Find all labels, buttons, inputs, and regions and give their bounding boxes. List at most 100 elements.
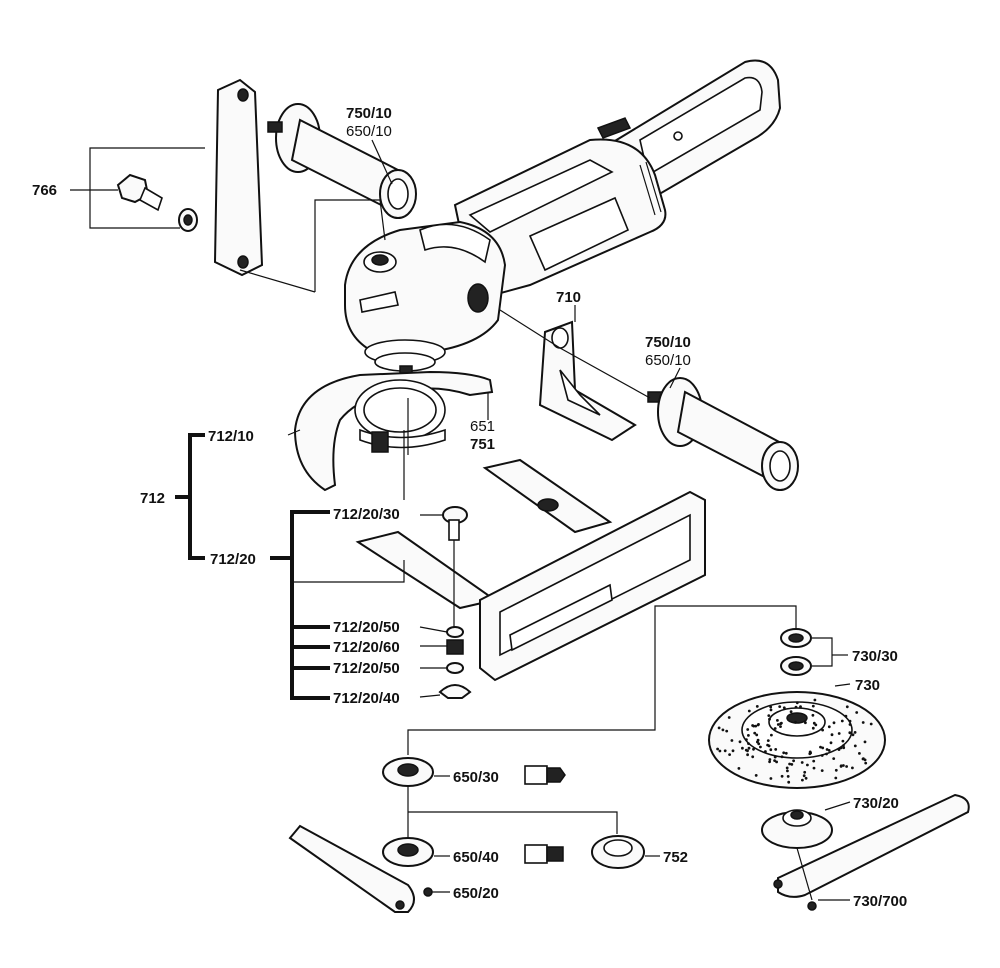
pad-hole: [738, 740, 742, 744]
label-712-20-30: 712/20/30: [333, 506, 400, 523]
pad-hole: [768, 760, 771, 764]
pad-hole: [745, 738, 748, 741]
pad-hole: [812, 721, 816, 725]
pad-hole: [820, 754, 824, 757]
pad-hole: [768, 717, 771, 721]
pad-hole: [863, 740, 867, 744]
pad-hole: [842, 744, 845, 747]
pad-hole: [780, 774, 784, 778]
pad-hole: [844, 714, 848, 718]
pad-hole: [746, 749, 749, 753]
pad-hole: [811, 704, 815, 708]
brace-712-20: [270, 510, 330, 700]
pad-hole: [752, 747, 755, 751]
label-730-700: 730/700: [853, 893, 907, 910]
pad-hole: [753, 731, 757, 735]
pad-hole: [727, 716, 731, 719]
pad-hole: [839, 746, 843, 750]
pad-hole: [754, 724, 758, 728]
label-730-20: 730/20: [853, 795, 899, 812]
flange-stack: [288, 757, 645, 913]
label-650-10-top: 650/10: [346, 123, 392, 140]
pad-hole: [845, 765, 848, 768]
pad-hole: [820, 769, 824, 772]
pad-hole: [778, 705, 782, 708]
pad-hole: [794, 720, 797, 724]
pad-hole: [834, 768, 838, 772]
pad-hole: [770, 733, 773, 737]
pad-hole: [830, 733, 834, 737]
pad-hole: [788, 762, 791, 766]
pad-hole: [775, 760, 778, 764]
side-handle-right: [647, 377, 799, 491]
grinder-body: [344, 59, 782, 399]
pad-hole: [723, 749, 727, 753]
pad-hole: [782, 751, 786, 755]
pad-hole: [759, 745, 762, 749]
label-712-20-40: 712/20/40: [333, 690, 400, 707]
pad-hole: [721, 728, 725, 732]
pad-hole: [848, 719, 852, 723]
pad-hole: [869, 722, 873, 726]
pad-hole: [725, 729, 729, 733]
leader-lines: [70, 139, 851, 901]
pad-hole: [840, 719, 844, 723]
label-712-20-50-b: 712/20/50: [333, 660, 400, 677]
pad-hole: [780, 755, 784, 759]
pad-hole: [804, 776, 808, 780]
brace-712: [175, 433, 205, 560]
pad-hole: [834, 776, 838, 780]
pad-hole: [751, 755, 755, 759]
pad-hole: [755, 733, 759, 737]
pad-hole: [776, 719, 779, 722]
pad-hole: [779, 725, 782, 728]
pad-hole: [737, 767, 741, 770]
pad-hole: [786, 769, 789, 773]
pad-hole: [784, 751, 788, 755]
spanner-730-700: [773, 793, 970, 911]
bolt-766: [116, 173, 198, 232]
label-766: 766: [32, 182, 57, 199]
pad-hole: [851, 733, 855, 737]
pad-hole: [829, 741, 833, 745]
pad-hole: [812, 766, 816, 770]
pad-hole: [803, 770, 807, 774]
label-712-20-60: 712/20/60: [333, 639, 400, 656]
pad-hole: [845, 705, 849, 709]
pad-hole: [773, 759, 776, 762]
pad-hole: [842, 746, 846, 750]
pad-hole: [786, 775, 790, 778]
pad-hole: [728, 753, 731, 756]
pad-hole: [769, 708, 773, 712]
pad-hole: [769, 705, 773, 709]
pad-hole: [821, 728, 824, 732]
pad-hole: [800, 761, 804, 764]
pad-hole: [827, 749, 831, 752]
pad-hole: [747, 742, 750, 745]
pad-hole: [769, 748, 773, 752]
pad-hole: [819, 745, 822, 749]
pad-hole: [808, 750, 812, 754]
pad-hole: [782, 706, 786, 710]
pad-hole: [853, 731, 857, 734]
pad-hole: [804, 721, 807, 725]
pad-hole: [790, 763, 794, 766]
pad-hole: [756, 740, 759, 744]
pad-hole: [862, 757, 865, 761]
pad-hole: [769, 777, 773, 780]
pad-hole: [780, 721, 783, 725]
pad-hole: [792, 759, 795, 763]
pad-hole: [812, 759, 816, 763]
pad-hole: [806, 763, 809, 767]
label-712: 712: [140, 490, 165, 507]
pad-hole: [848, 723, 852, 726]
pad-hole: [825, 748, 829, 751]
pad-hole: [802, 774, 806, 778]
label-750-10-top: 750/10: [346, 105, 392, 122]
pad-hole: [773, 727, 777, 730]
pad-hole: [773, 755, 777, 759]
pad-hole: [832, 757, 836, 760]
pad-hole: [799, 705, 802, 709]
part-labels: 766 750/10 650/10 710 750/10 650/10 651 …: [32, 105, 907, 910]
